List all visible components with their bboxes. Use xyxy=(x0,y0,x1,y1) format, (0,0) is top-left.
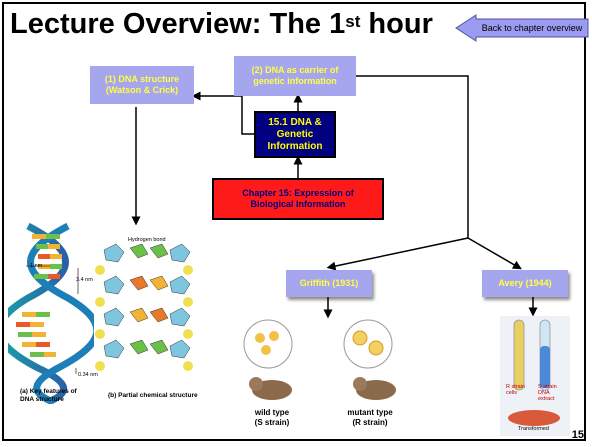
griffith-mice-illustration xyxy=(243,319,396,400)
arrow-genetic-to-structure xyxy=(191,91,254,135)
label-1nm: 1 nm xyxy=(30,263,43,269)
box-chapter-15: Chapter 15: Expression of Biological Inf… xyxy=(212,178,384,220)
slide-frame xyxy=(2,2,586,441)
title-tail: hour xyxy=(360,8,433,40)
arrow-to-avery xyxy=(467,237,522,270)
line-carrier-down xyxy=(356,75,469,238)
title-superscript: st xyxy=(345,12,361,31)
caption-mutant-type: mutant type (R strain) xyxy=(347,408,393,427)
avery-test-tubes-illustration xyxy=(500,316,570,436)
label-hydrogen-bond: Hydrogen bond xyxy=(128,237,166,243)
caption-key-features: (a) Key features of DNA structure xyxy=(20,388,77,403)
caption-partial-chemical: (b) Partial chemical structure xyxy=(108,392,198,399)
box-griffith: Griffith (1931) xyxy=(286,270,372,297)
dna-double-helix-illustration xyxy=(8,222,94,404)
page-title: Lecture Overview: The 1st hour xyxy=(10,6,433,42)
box-dna-carrier: (2) DNA as carrier of genetic informatio… xyxy=(234,56,356,96)
label-0-34nm: 0.34 nm xyxy=(78,372,98,378)
label-3-4nm: 3.4 nm xyxy=(76,277,93,283)
arrow-to-griffith xyxy=(326,237,469,271)
label-r-strain: R strain cells xyxy=(506,384,525,396)
label-s-strain: S strain DNA extract xyxy=(538,384,557,402)
box-dna-genetic-information: 15.1 DNA & Genetic Information xyxy=(254,111,336,158)
left-arrow-icon xyxy=(455,14,589,42)
back-button-label: Back to chapter overview xyxy=(481,23,583,33)
back-to-chapter-overview-button[interactable]: Back to chapter overview xyxy=(454,14,590,42)
label-transformed: Transformed xyxy=(518,426,549,432)
box-dna-structure: (1) DNA structure (Watson & Crick) xyxy=(90,66,194,104)
page-number: 15 xyxy=(571,429,584,441)
caption-wild-type: wild type (S strain) xyxy=(254,408,290,427)
box-avery: Avery (1944) xyxy=(482,270,568,297)
dna-chemical-structure-illustration xyxy=(95,243,193,371)
title-main: Lecture Overview: The 1 xyxy=(10,8,346,40)
